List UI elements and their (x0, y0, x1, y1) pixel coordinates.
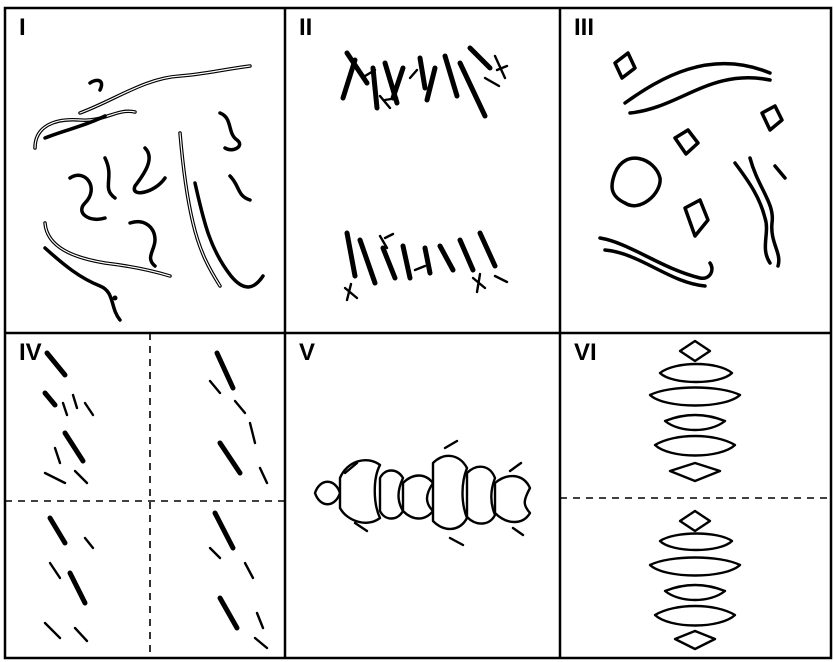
anaphase-chromosomes-drawing (285, 8, 560, 333)
panel-iii: III (560, 8, 831, 333)
panel-v: V (285, 333, 560, 658)
panel-i: I (5, 8, 285, 333)
metaphase-plate-drawing (285, 333, 560, 658)
bivalent-chromosomes-drawing (560, 8, 831, 333)
telophase-ii-chromosomes-drawing (5, 333, 285, 658)
panel-vi: VI (560, 333, 831, 658)
anaphase-ii-plates-drawing (560, 333, 831, 658)
thread-chromosomes-drawing (5, 8, 285, 333)
panel-ii: II (285, 8, 560, 333)
panel-iv: IV (5, 333, 285, 658)
